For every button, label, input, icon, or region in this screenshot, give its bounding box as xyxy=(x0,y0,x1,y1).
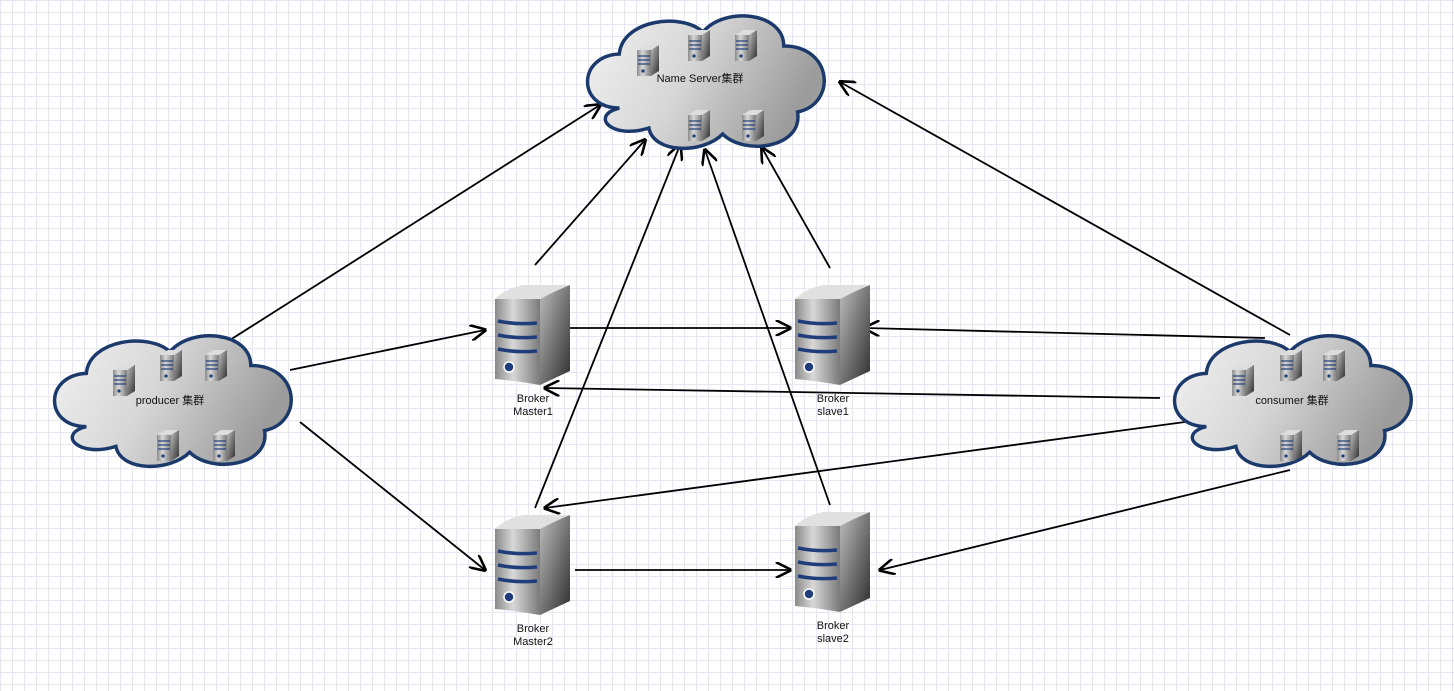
slave1-label: slave1 xyxy=(817,406,849,418)
slave2-label: Broker xyxy=(817,620,850,632)
server-icon xyxy=(795,512,870,612)
consumer-node[interactable]: consumer 集群 xyxy=(1172,334,1413,469)
slave1-label: Broker xyxy=(817,393,850,405)
edge-consumer-to-master1[interactable] xyxy=(545,388,1161,399)
master1-label: Master1 xyxy=(513,406,553,418)
server-icon xyxy=(688,30,710,61)
edge-slave2-to-nameserver[interactable] xyxy=(705,150,831,506)
edge-master2-to-nameserver[interactable] xyxy=(534,145,680,509)
edge-producer-to-master1[interactable] xyxy=(289,330,485,371)
master2-label: Master2 xyxy=(513,636,553,648)
edge-consumer-to-slave2[interactable] xyxy=(880,469,1291,570)
nameserver-label: Name Server集群 xyxy=(657,71,744,85)
nameserver-node[interactable]: Name Server集群 xyxy=(585,14,826,151)
edge-consumer-to-slave1[interactable] xyxy=(865,328,1266,339)
server-icon xyxy=(735,30,757,61)
server-icon xyxy=(688,110,710,141)
server-icon xyxy=(637,45,659,76)
producer-node[interactable]: producer 集群 xyxy=(52,334,293,469)
server-icon xyxy=(495,515,570,615)
master1-label: Broker xyxy=(517,393,550,405)
server-icon xyxy=(113,365,135,396)
consumer-label: consumer 集群 xyxy=(1255,393,1328,407)
server-icon xyxy=(742,110,764,141)
edge-producer-to-nameserver[interactable] xyxy=(229,105,600,341)
server-icon xyxy=(160,350,182,381)
server-icon xyxy=(205,350,227,381)
server-icon xyxy=(1337,430,1359,461)
edge-master1-to-nameserver[interactable] xyxy=(534,140,645,266)
server-icon xyxy=(1323,350,1345,381)
master2-label: Broker xyxy=(517,623,550,635)
edge-producer-to-master2[interactable] xyxy=(299,421,485,570)
slave2-label: slave2 xyxy=(817,633,849,645)
edge-consumer-to-master2[interactable] xyxy=(545,421,1186,508)
server-icon xyxy=(1280,430,1302,461)
server-icon xyxy=(213,430,235,461)
edge-consumer-to-nameserver[interactable] xyxy=(840,82,1291,336)
server-icon xyxy=(157,430,179,461)
server-icon xyxy=(1280,350,1302,381)
server-icon xyxy=(1232,365,1254,396)
producer-label: producer 集群 xyxy=(136,393,204,407)
edge-slave1-to-nameserver[interactable] xyxy=(762,148,831,269)
server-icon xyxy=(495,285,570,385)
server-icon xyxy=(795,285,870,385)
